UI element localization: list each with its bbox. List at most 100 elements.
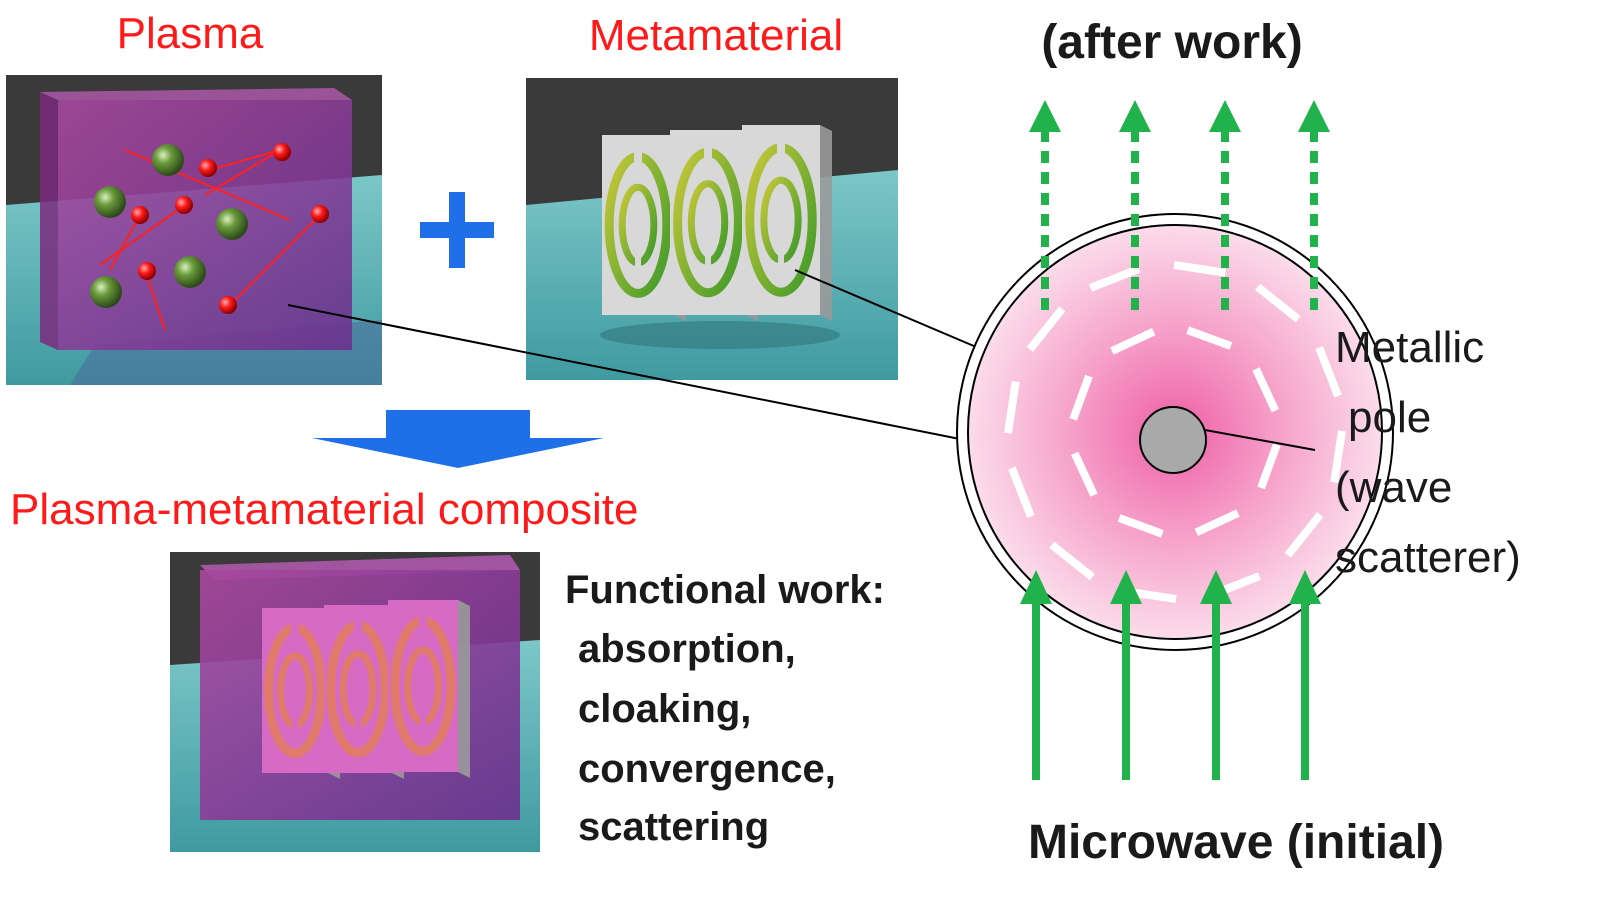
metamaterial-segments (1004, 261, 1346, 603)
outer-ring-gap (704, 144, 712, 175)
outgoing-arrow (1119, 100, 1151, 310)
functional-item-absorption: absorption, (578, 627, 796, 671)
electron-trajectory (99, 204, 186, 266)
incoming-arrow (1020, 570, 1052, 780)
plate-edge (820, 125, 832, 321)
outgoing-arrow-head (1298, 100, 1330, 132)
metallic-pole (1139, 406, 1207, 474)
split-ring-resonators (600, 125, 840, 349)
composite-plate (388, 600, 470, 778)
ion-particle (152, 144, 184, 176)
metamaterial-label: Metamaterial (589, 11, 843, 60)
incoming-arrow (1289, 570, 1321, 780)
pole-label-line-4: scatterer) (1335, 533, 1521, 582)
split-ring-plate (742, 125, 832, 321)
ion-particle (216, 208, 248, 240)
inner-ring-gap (292, 711, 298, 732)
outgoing-arrow (1298, 100, 1330, 310)
plasma-connector-line (287, 304, 1001, 448)
incoming-arrow-head (1200, 570, 1232, 604)
connector-lines (287, 269, 1001, 448)
pole-label-line-1: Metallic (1335, 323, 1484, 372)
outgoing-arrow (1029, 100, 1061, 310)
metamaterial-segment (1110, 328, 1156, 355)
outgoing-arrow-head (1029, 100, 1061, 132)
metamaterial-segment (1089, 265, 1141, 292)
outer-ring-gap (777, 140, 785, 171)
pole-label-line-3: (wave (1335, 463, 1452, 512)
electron-particle (138, 262, 156, 280)
inner-ring-gap (355, 710, 361, 731)
incoming-arrow-head (1110, 570, 1142, 604)
incoming-arrow (1200, 570, 1232, 780)
ion-particle (94, 186, 126, 218)
functional-item-cloaking: cloaking, (578, 687, 751, 731)
plasma-particles (90, 143, 329, 331)
inner-ring-gap (420, 708, 426, 729)
outer-ring-gap (291, 621, 299, 648)
electron-trajectory (109, 214, 141, 271)
outgoing-arrow-head (1119, 100, 1151, 132)
metamaterial-segment (1252, 367, 1279, 413)
metamaterial-segment (1186, 326, 1233, 350)
incoming-arrow-head (1020, 570, 1052, 604)
plus-icon (420, 192, 494, 268)
outer-ring-gap (419, 613, 427, 642)
incoming-arrow-head (1289, 570, 1321, 604)
ion-particle (174, 256, 206, 288)
microwave-label: Microwave (initial) (1028, 816, 1444, 869)
incoming-wave-arrows (1020, 570, 1321, 780)
ion-particle (90, 276, 122, 308)
metamaterial-segment (1255, 283, 1301, 323)
metamaterial-segment (1315, 346, 1342, 398)
metamaterial-segment (1049, 541, 1095, 581)
electron-trajectory (209, 149, 281, 171)
plate-edge (458, 600, 470, 778)
plasma-panel (6, 75, 382, 385)
electron-particle (199, 159, 217, 177)
scattering-chamber (956, 213, 1394, 651)
inner-ring-gap (778, 244, 784, 268)
electron-trajectory (229, 214, 321, 306)
metamaterial-segment (1173, 261, 1226, 277)
functional-item-scattering: scattering (578, 805, 769, 849)
outer-ring-gap (634, 149, 642, 179)
outer-ring-gap (354, 618, 362, 646)
electron-particle (175, 196, 193, 214)
metamaterial-segment (1008, 466, 1035, 518)
metamaterial-segment (1194, 509, 1240, 536)
metamaterial-segment (1026, 306, 1066, 352)
electron-particle (273, 143, 291, 161)
incoming-arrow (1110, 570, 1142, 780)
metamaterial-segment (1004, 381, 1020, 434)
inner-ring-gap (635, 248, 641, 270)
metamaterial-segment (1069, 374, 1093, 421)
composite-split-rings (262, 600, 470, 779)
metamaterial-segment (1330, 430, 1346, 483)
metamaterial-segment (1284, 512, 1324, 558)
electron-particle (311, 205, 329, 223)
electron-trajectory (204, 149, 281, 196)
plate-shadow (600, 321, 840, 349)
metamaterial-segment (1257, 443, 1281, 490)
metamaterial-segment (1117, 514, 1164, 538)
composite-label: Plasma-metamaterial composite (10, 485, 638, 534)
plasma-label: Plasma (117, 9, 264, 58)
pole-label-line-2: pole (1348, 393, 1431, 442)
outgoing-wave-arrows (1029, 100, 1330, 310)
metamaterial-panel (526, 78, 898, 380)
after-work-label: (after work) (1041, 16, 1302, 69)
metamaterial-connector-line (794, 269, 996, 356)
metamaterial-segment (1071, 451, 1098, 497)
outgoing-arrow-head (1209, 100, 1241, 132)
composite-panel (170, 552, 540, 852)
electron-particle (131, 206, 149, 224)
functional-work-heading: Functional work: (565, 568, 885, 612)
outgoing-arrow (1209, 100, 1241, 310)
electron-trajectory (144, 269, 166, 331)
electron-particle (219, 296, 237, 314)
pole-pointer-line (1204, 429, 1316, 451)
inner-ring-gap (705, 246, 711, 269)
